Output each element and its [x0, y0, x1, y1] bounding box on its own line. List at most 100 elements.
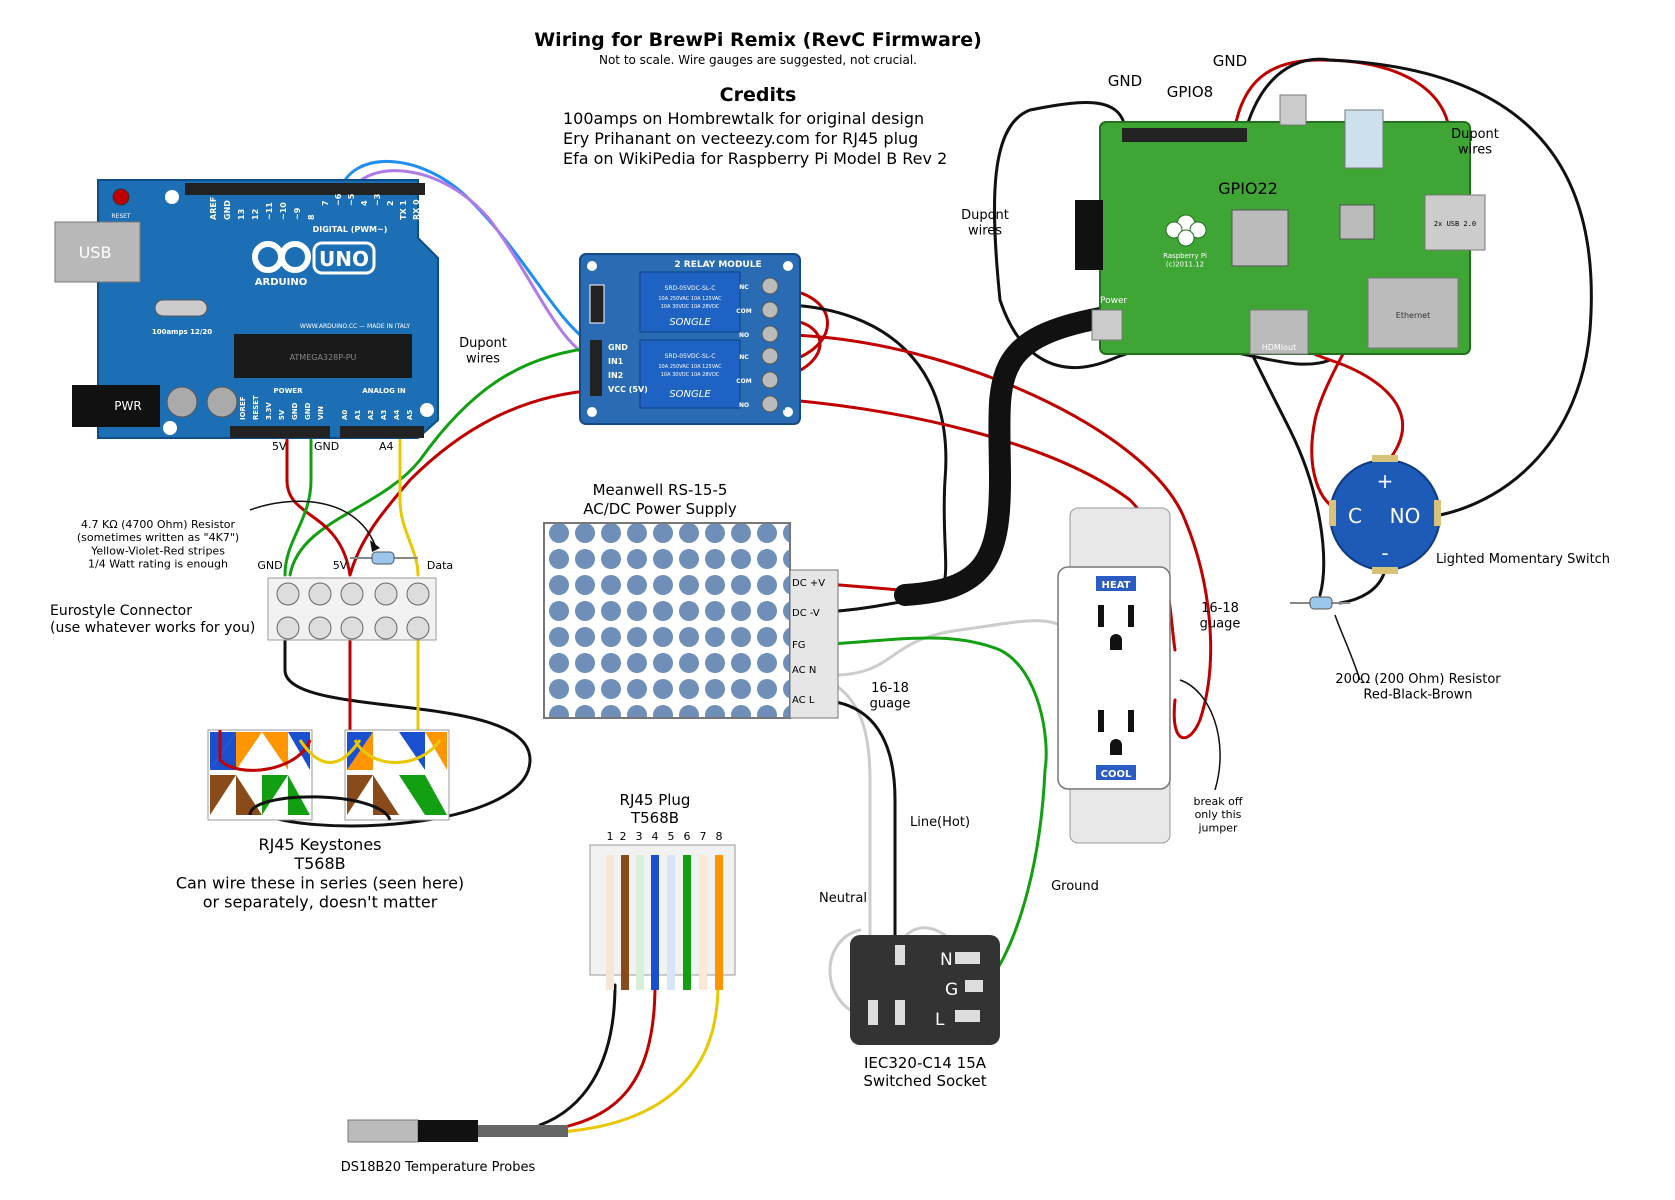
callout-a4: A4: [379, 440, 394, 453]
terminal-label: COM: [736, 378, 752, 385]
mounting-hole: [165, 190, 179, 204]
pin-label: ~3: [373, 194, 382, 206]
switch-no: NO: [1390, 504, 1421, 528]
mounting-hole: [783, 407, 793, 417]
rj45-pin: 6: [684, 830, 691, 843]
pin-label: A2: [367, 410, 375, 420]
temperature-probe: DS18B20 Temperature Probes: [341, 1119, 568, 1175]
arrowhead: [370, 540, 380, 552]
input-label-in1: IN1: [608, 357, 624, 366]
digital-header: [185, 183, 425, 195]
analog-label: ANALOG IN: [362, 387, 406, 395]
raspberry-pi: 2x USB 2.0 Ethernet HDMIout Power Raspbe…: [961, 52, 1499, 355]
pin-label: 2: [386, 200, 395, 206]
pin-label: 5V: [278, 409, 286, 420]
raspberry-logo: [1165, 214, 1207, 247]
screw: [761, 371, 779, 389]
pin-label: ~9: [293, 207, 302, 220]
outlet-ground-hole: [1110, 739, 1122, 755]
wire-red-relay-vcc: [348, 388, 600, 577]
resistor-200-arrow: [1334, 614, 1361, 681]
socket-pin: [965, 980, 983, 992]
relay-model: SRD-05VDC-SL-C: [665, 285, 716, 292]
psu-type: AC/DC Power Supply: [583, 500, 737, 518]
capacitor: [166, 386, 198, 418]
relay-module: 2 RELAY MODULE SONGLE SONGLE SRD-05VDC-S…: [579, 253, 801, 425]
screw: [761, 277, 779, 295]
pin-label: ~10: [279, 202, 288, 220]
credit-line: Efa on WikiPedia for Raspberry Pi Model …: [563, 149, 947, 168]
terminal-label: NC: [739, 284, 749, 291]
uno-badge: [312, 241, 376, 275]
switch-terminal-minus: [1372, 567, 1398, 574]
wire-black-gnd-down: [253, 633, 532, 828]
switch-caption: Lighted Momentary Switch: [1436, 552, 1610, 567]
psu-body: [543, 522, 791, 719]
callout-5v: 5V: [272, 440, 287, 453]
mounting-hole: [587, 261, 597, 271]
outlet-ground-hole: [1110, 634, 1122, 650]
pi-model: Raspberry Pi(c)2011.12: [1163, 252, 1207, 268]
psu-name: Meanwell RS-15-5: [593, 481, 728, 499]
relay-spec: 10A 30VDC 10A 28VDC: [661, 372, 720, 378]
switch-terminal-no: [1434, 500, 1441, 526]
wire-yellow-a4: [398, 431, 420, 577]
socket-pin: [955, 1010, 980, 1022]
relay-spec: 10A 30VDC 10A 28VDC: [661, 304, 720, 310]
usb-port: [54, 221, 141, 283]
power-label: POWER: [274, 387, 304, 395]
power-port: [1091, 309, 1123, 341]
page-subtitle: Not to scale. Wire gauges are suggested,…: [599, 53, 917, 67]
socket-pin: [868, 1000, 878, 1025]
lan-chip: [1339, 204, 1375, 240]
wire-black-probe: [538, 983, 617, 1127]
keystone-color-blocks: [210, 732, 447, 815]
pin-label: 8: [307, 214, 316, 220]
probe-cable: [478, 1125, 568, 1137]
switch-terminal-plus: [1372, 455, 1398, 462]
euro-screw: [374, 616, 398, 640]
wire-yellow-probe: [558, 983, 720, 1134]
eurostyle-connector: GND 5V Data Eurostyle Connector(use what…: [50, 559, 453, 641]
wire-green-psu-fg: [813, 636, 1048, 987]
rj45-body: [589, 844, 736, 976]
reset-button[interactable]: [112, 188, 130, 206]
outlet-slot: [1098, 605, 1104, 627]
cool-badge: [1096, 765, 1136, 780]
wire-green-gnd: [283, 431, 313, 577]
relay-brand: SONGLE: [669, 317, 711, 328]
digital-label: DIGITAL (PWM~): [313, 225, 388, 234]
resistor-47k: [350, 551, 418, 565]
pin-label: ~5: [347, 193, 356, 206]
euro-data-label: Data: [427, 559, 453, 572]
resistor-47k-arrow: [249, 500, 376, 546]
wire-red-relay-com: [788, 288, 829, 363]
wire-red-relay-no-outlet: [788, 333, 1213, 740]
pi-gpio8-label: GPIO8: [1167, 83, 1213, 101]
terminal-label: NO: [739, 332, 749, 339]
terminal-label: COM: [736, 308, 752, 315]
momentary-switch[interactable]: + - C NO Lighted Momentary Switch: [1329, 455, 1610, 574]
input-header: [590, 340, 602, 396]
euro-screw: [340, 616, 364, 640]
credit-line: Ery Prihanant on vecteezy.com for RJ45 p…: [563, 129, 918, 148]
outlet-slot: [1098, 710, 1104, 732]
euro-screw: [276, 582, 300, 606]
rj45-pin: 5: [668, 830, 675, 843]
wire-green-relay-gnd: [288, 345, 600, 577]
terminal-label: NC: [739, 354, 749, 361]
wire-grey-psu-n: [813, 619, 1077, 677]
mounting-hole: [783, 261, 793, 271]
pi-hdmi-label: HDMIout: [1262, 343, 1297, 352]
usb-ports: [1424, 194, 1486, 251]
credit-line: 100amps on Hombrewtalk for original desi…: [563, 109, 924, 128]
ground-label: Ground: [1051, 879, 1099, 894]
